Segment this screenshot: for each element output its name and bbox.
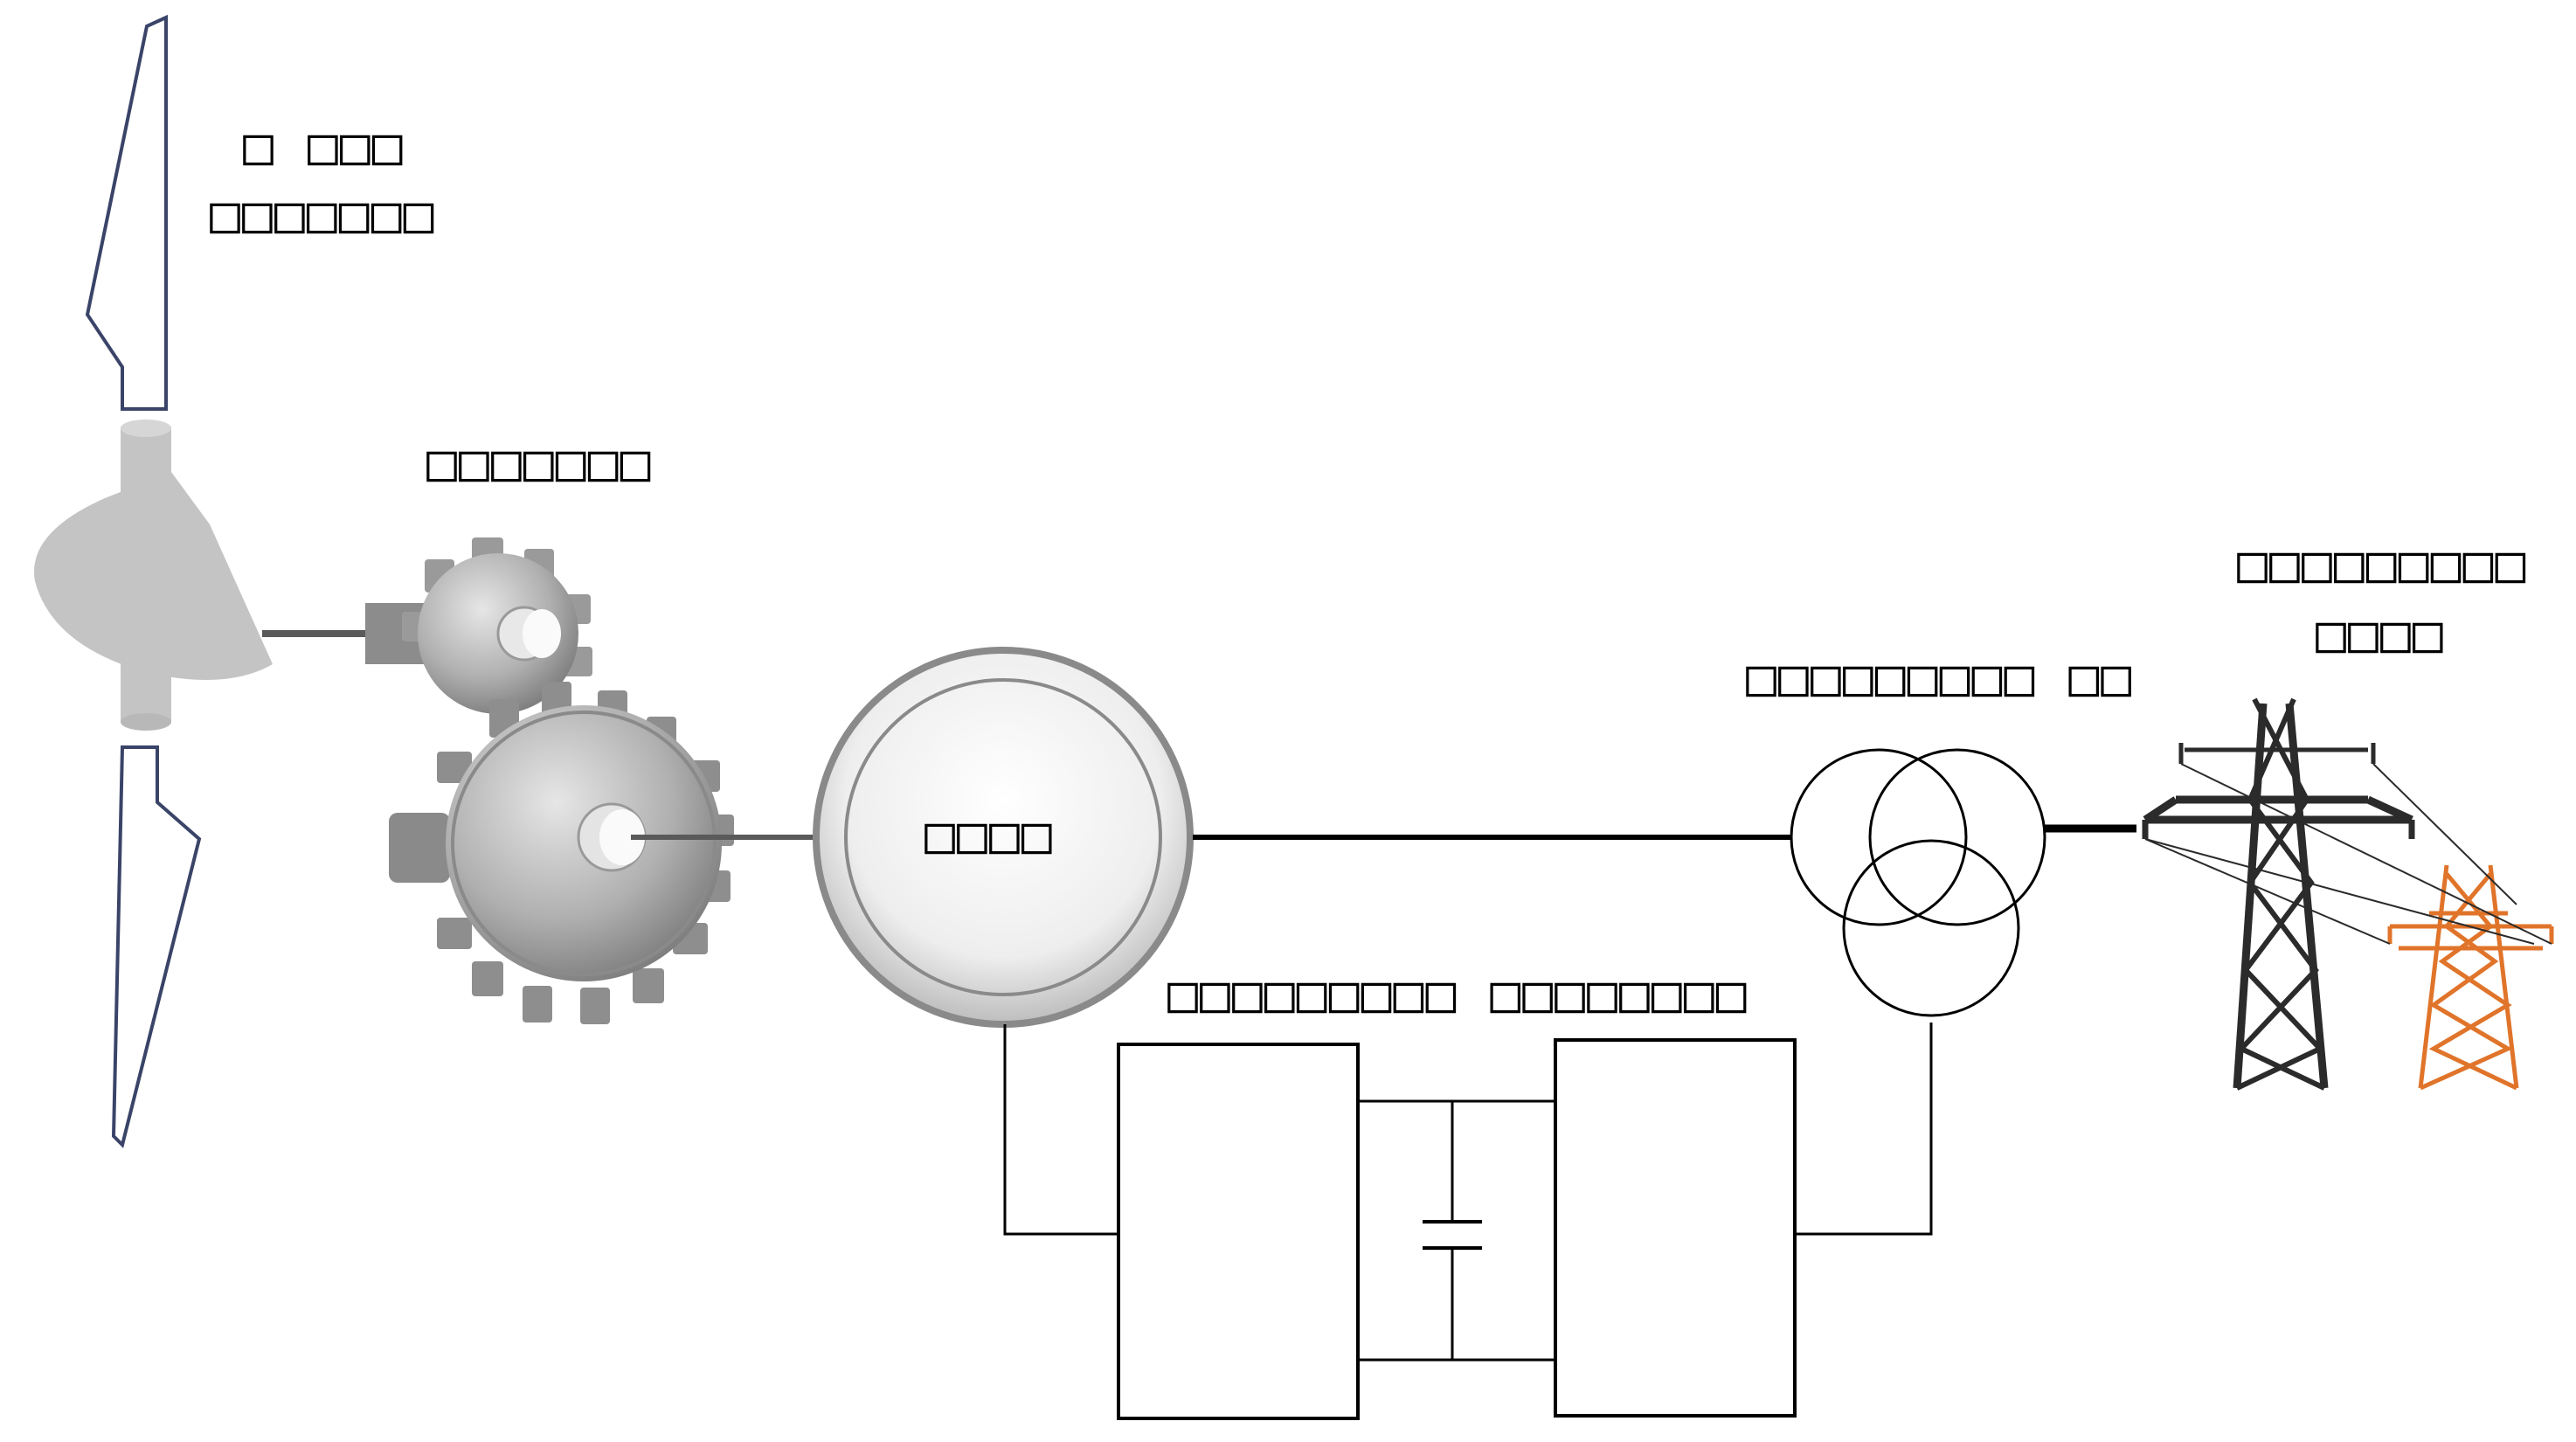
turbine-label-line1: □ □□□ — [243, 116, 405, 176]
rotor-side-converter — [1117, 1043, 1360, 1420]
gearbox-label: □□□□□□□ — [426, 433, 653, 492]
back-to-back-converter — [1117, 1038, 1797, 1420]
three-winding-transformer-icon — [1790, 748, 2046, 1017]
gearbox-icon — [365, 537, 817, 1024]
transmission-tower-secondary-icon — [2387, 864, 2554, 1091]
wind-turbine-rotor-icon — [34, 14, 367, 1148]
rotor-to-converter-wire — [1003, 1024, 1117, 1236]
large-gear — [389, 682, 734, 1024]
turbine-label-line2: □□□□□□□ — [210, 184, 436, 244]
rotor-hub — [34, 472, 273, 680]
grid-side-converter — [1554, 1038, 1797, 1418]
lower-blade — [111, 745, 202, 1148]
upper-blade — [85, 14, 168, 411]
small-gear — [365, 537, 592, 714]
generator-icon — [813, 647, 1194, 1028]
transformer-label: □□□□□□□□□ □□ — [1746, 648, 2134, 707]
converter-label: □□□□□□□□□ □□□□□□□□ — [1167, 964, 1748, 1023]
grid-label-line1: □□□□□□□□□ — [2237, 534, 2528, 593]
dc-link-capacitor-icon — [1423, 1101, 1482, 1360]
converter-to-transformer-wire — [1796, 1023, 1933, 1236]
grid-label-line2: □□□□ — [2316, 604, 2445, 663]
generator-label: □□□□ — [924, 805, 1054, 864]
transmission-tower-icon — [2142, 697, 2552, 1091]
